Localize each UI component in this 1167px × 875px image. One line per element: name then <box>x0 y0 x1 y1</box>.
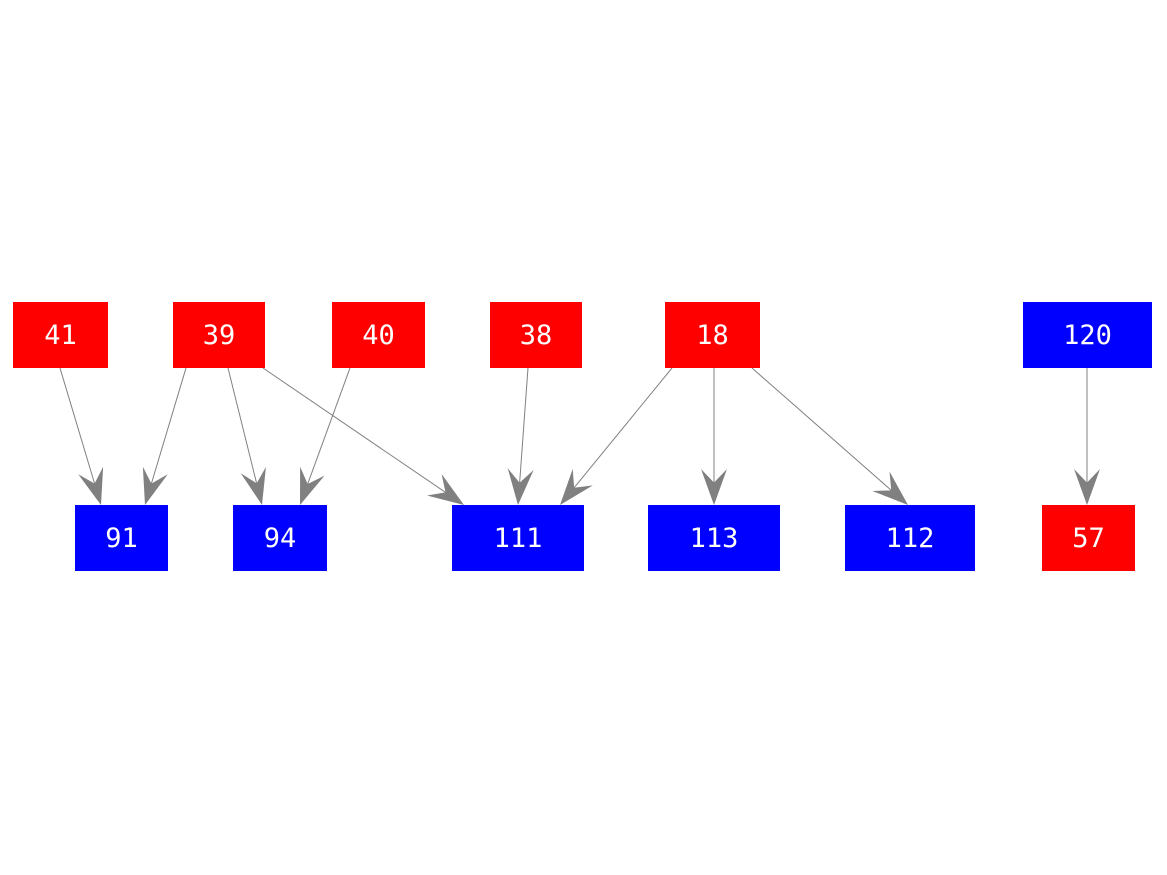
graph-node-label: 91 <box>105 522 138 554</box>
graph-edge-18-to-112 <box>751 367 908 505</box>
graph-node-111[interactable]: 111 <box>452 505 584 571</box>
edge-arrowhead <box>872 471 908 505</box>
graph-node-91[interactable]: 91 <box>75 505 168 571</box>
edge-line <box>150 367 187 487</box>
graph-node-label: 94 <box>263 522 297 554</box>
graph-edge-18-to-113 <box>701 368 727 505</box>
edge-arrowhead <box>1074 469 1100 505</box>
graph-node-57[interactable]: 57 <box>1042 505 1135 571</box>
graph-node-label: 38 <box>519 319 553 351</box>
edge-arrowhead <box>560 468 593 505</box>
graph-node-40[interactable]: 40 <box>332 302 425 368</box>
graph-node-label: 18 <box>696 319 729 351</box>
graph-edge-39-to-91 <box>142 367 187 505</box>
edge-arrowhead <box>78 466 104 505</box>
edge-arrowhead <box>426 473 464 505</box>
graph-node-label: 57 <box>1072 522 1105 554</box>
edge-arrowhead <box>142 466 168 505</box>
edge-line <box>518 367 529 486</box>
graph-node-112[interactable]: 112 <box>845 505 975 571</box>
graph-node-label: 112 <box>885 522 935 554</box>
edge-arrowhead <box>300 466 325 505</box>
edge-line <box>59 367 96 487</box>
graph-edge-39-to-111 <box>262 367 464 505</box>
graph-edge-18-to-111 <box>560 367 673 505</box>
edge-line <box>306 367 351 487</box>
graph-node-113[interactable]: 113 <box>648 505 780 571</box>
edge-line <box>751 367 894 493</box>
edge-arrowhead <box>507 468 534 505</box>
edge-line <box>227 367 258 486</box>
graph-node-120[interactable]: 120 <box>1023 302 1152 368</box>
graph-node-label: 120 <box>1063 319 1112 351</box>
graph-node-41[interactable]: 41 <box>13 302 108 368</box>
graph-edge-120-to-57 <box>1074 368 1100 505</box>
graph-node-39[interactable]: 39 <box>173 302 265 368</box>
graph-edge-40-to-94 <box>300 367 351 505</box>
graph-edge-39-to-94 <box>227 367 266 505</box>
graph-edge-41-to-91 <box>59 367 104 505</box>
graph-node-label: 113 <box>689 522 739 554</box>
graph-node-label: 41 <box>44 319 77 351</box>
edge-line <box>262 367 448 495</box>
edge-line <box>572 367 673 490</box>
edge-arrowhead <box>240 466 266 505</box>
graph-node-label: 40 <box>362 319 395 351</box>
graph-node-18[interactable]: 18 <box>665 302 760 368</box>
graph-node-label: 111 <box>493 522 543 554</box>
graph-node-38[interactable]: 38 <box>490 302 582 368</box>
graph-edge-38-to-111 <box>507 367 534 505</box>
edge-arrowhead <box>701 469 727 505</box>
graph-node-label: 39 <box>202 319 236 351</box>
graph-node-94[interactable]: 94 <box>233 505 327 571</box>
